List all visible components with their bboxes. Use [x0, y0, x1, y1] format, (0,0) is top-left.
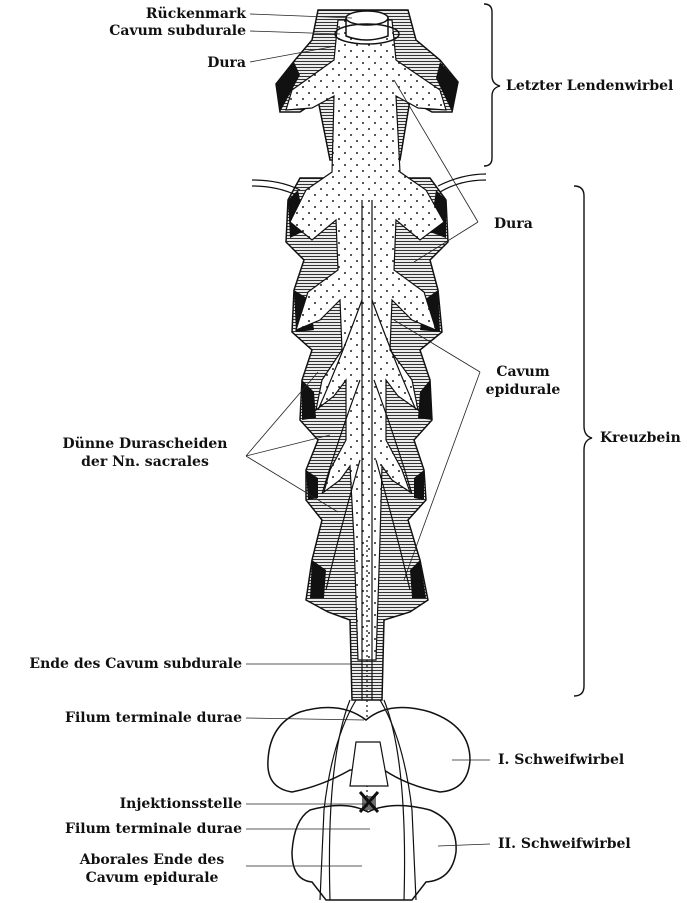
- label-letzter-lendenwirbel: Letzter Lendenwirbel: [506, 78, 673, 95]
- label-kreuzbein: Kreuzbein: [600, 430, 681, 447]
- label-rueckenmark: Rückenmark: [100, 6, 246, 23]
- label-filum-terminale-2: Filum terminale durae: [30, 821, 242, 838]
- bracket-kreuzbein: [574, 186, 592, 696]
- injection-site: [360, 792, 378, 812]
- tail-vertebra-2: [292, 805, 456, 900]
- bracket-lendenwirbel: [484, 4, 500, 166]
- label-duenne-durascheiden-2: der Nn. sacrales: [40, 454, 250, 471]
- label-filum-terminale-1: Filum terminale durae: [30, 710, 242, 727]
- label-cavum-subdurale: Cavum subdurale: [70, 23, 246, 40]
- label-dura-top: Dura: [140, 55, 246, 72]
- label-cavum-epidurale-2: epidurale: [478, 382, 568, 399]
- label-injektionsstelle: Injektionsstelle: [60, 796, 242, 813]
- tail-vertebra-1: [268, 708, 470, 793]
- label-aborales-1: Aborales Ende des: [60, 852, 244, 869]
- label-dura-right: Dura: [494, 216, 533, 233]
- label-ende-cavum-subdurale: Ende des Cavum subdurale: [0, 656, 242, 673]
- label-schweifwirbel-2: II. Schweifwirbel: [498, 836, 631, 853]
- label-aborales-2: Cavum epidurale: [60, 870, 244, 887]
- label-schweifwirbel-1: I. Schweifwirbel: [498, 752, 624, 769]
- label-duenne-durascheiden-1: Dünne Durascheiden: [40, 436, 250, 453]
- label-cavum-epidurale-1: Cavum: [478, 364, 568, 381]
